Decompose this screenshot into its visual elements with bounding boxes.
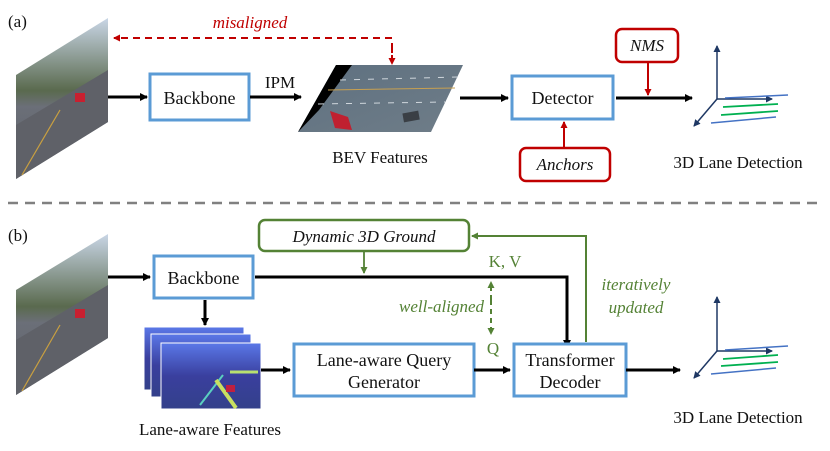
updated-label: updated [609, 298, 664, 317]
dynamic-ground-label: Dynamic 3D Ground [292, 227, 436, 246]
lane-line [710, 116, 777, 124]
query-generator-box: Lane-aware Query Generator [292, 342, 476, 398]
nms-box: NMS [614, 27, 680, 64]
q-label: Q [487, 339, 499, 358]
panel-b-label: (b) [8, 226, 28, 245]
arrow-iterative-update [471, 232, 587, 342]
bev-features-image [298, 65, 463, 132]
lane-line [724, 94, 789, 99]
transformer-decoder-box: Transformer Decoder [512, 342, 628, 398]
panel-a-label: (a) [8, 12, 27, 31]
lane-line [722, 354, 779, 360]
lane-line [710, 367, 777, 375]
query-generator-label-line1: Lane-aware Query [317, 350, 451, 370]
anchors-box: Anchors [518, 146, 612, 183]
input-image-b [16, 234, 108, 395]
lane-line [720, 361, 779, 367]
lane-line [722, 103, 779, 108]
arrow-backbone-to-decoder [255, 275, 571, 348]
bev-features-caption: BEV Features [332, 148, 428, 167]
output-caption-a: 3D Lane Detection [673, 153, 803, 172]
anchors-label: Anchors [536, 155, 594, 174]
well-aligned-label: well-aligned [399, 297, 484, 316]
misaligned-arrow [113, 34, 396, 65]
lane-line [724, 345, 789, 351]
backbone-label-b: Backbone [168, 268, 240, 288]
lane-3d-plot-a [693, 45, 789, 127]
query-generator-label-line2: Generator [348, 372, 420, 392]
detector-box: Detector [510, 74, 615, 121]
decoder-label-line2: Decoder [540, 372, 601, 392]
backbone-box-a: Backbone [148, 72, 251, 122]
nms-label: NMS [629, 36, 665, 55]
iteratively-label: iteratively [602, 275, 671, 294]
backbone-box-b: Backbone [152, 254, 255, 300]
x-axis-icon [693, 98, 718, 127]
backbone-label-a: Backbone [164, 88, 236, 108]
misaligned-label: misaligned [213, 13, 288, 32]
input-image-a [16, 18, 108, 179]
output-caption-b: 3D Lane Detection [673, 408, 803, 427]
features-caption: Lane-aware Features [139, 420, 281, 439]
dynamic-ground-box: Dynamic 3D Ground [257, 218, 471, 253]
detector-label: Detector [532, 88, 594, 108]
lane-aware-features-stack [143, 326, 262, 410]
lane-line [720, 110, 779, 116]
ipm-label: IPM [265, 73, 295, 92]
x-axis-icon [693, 350, 718, 379]
lane-3d-plot-b [693, 296, 789, 379]
decoder-label-line1: Transformer [525, 350, 614, 370]
kv-label: K, V [489, 252, 522, 271]
